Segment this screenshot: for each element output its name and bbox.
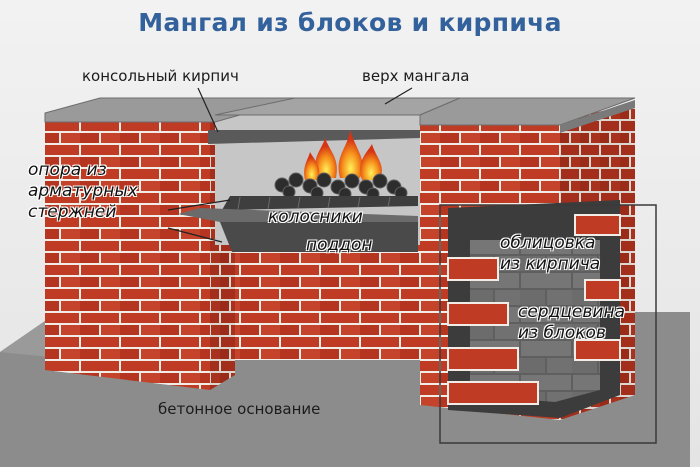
grate-bars bbox=[237, 196, 391, 210]
leader-lines bbox=[167, 87, 413, 243]
right-top-slab-edge bbox=[560, 100, 635, 133]
label-brick-facing: облицовка из кирпича bbox=[500, 233, 600, 275]
ash-tray-rim bbox=[178, 208, 418, 222]
label-concrete-base: бетонное основание bbox=[158, 400, 321, 418]
diagram-title: Мангал из блоков и кирпича bbox=[138, 8, 562, 37]
label-rebar-support-line-1: опора из bbox=[28, 160, 107, 180]
label-console-brick: консольный кирпич bbox=[82, 67, 239, 85]
cutaway-outline bbox=[439, 204, 657, 444]
left-pillar-front bbox=[45, 120, 210, 390]
grate bbox=[222, 196, 418, 210]
console-brick-shelf bbox=[208, 130, 420, 144]
label-block-core: сердцевина из блоков bbox=[518, 302, 625, 344]
right-top-slab bbox=[419, 97, 636, 126]
label-tray: поддон bbox=[306, 235, 373, 255]
label-grill-top: верх мангала bbox=[362, 67, 470, 85]
stepped-facing-bricks bbox=[447, 214, 621, 405]
coals bbox=[274, 172, 408, 201]
ash-tray bbox=[220, 222, 418, 252]
label-brick-facing-line-2: из кирпича bbox=[500, 254, 601, 274]
label-block-core-line-2: из блоков bbox=[518, 323, 606, 343]
label-grate: колосники bbox=[268, 207, 363, 227]
flames bbox=[304, 130, 382, 180]
label-block-core-line-1: сердцевина bbox=[518, 302, 625, 322]
label-brick-facing-line-1: облицовка bbox=[500, 233, 596, 253]
label-rebar-support-line-2: арматурных bbox=[28, 181, 138, 201]
label-rebar-support-line-3: стержней bbox=[28, 202, 117, 222]
label-rebar-support: опора из арматурных стержней bbox=[28, 160, 138, 223]
